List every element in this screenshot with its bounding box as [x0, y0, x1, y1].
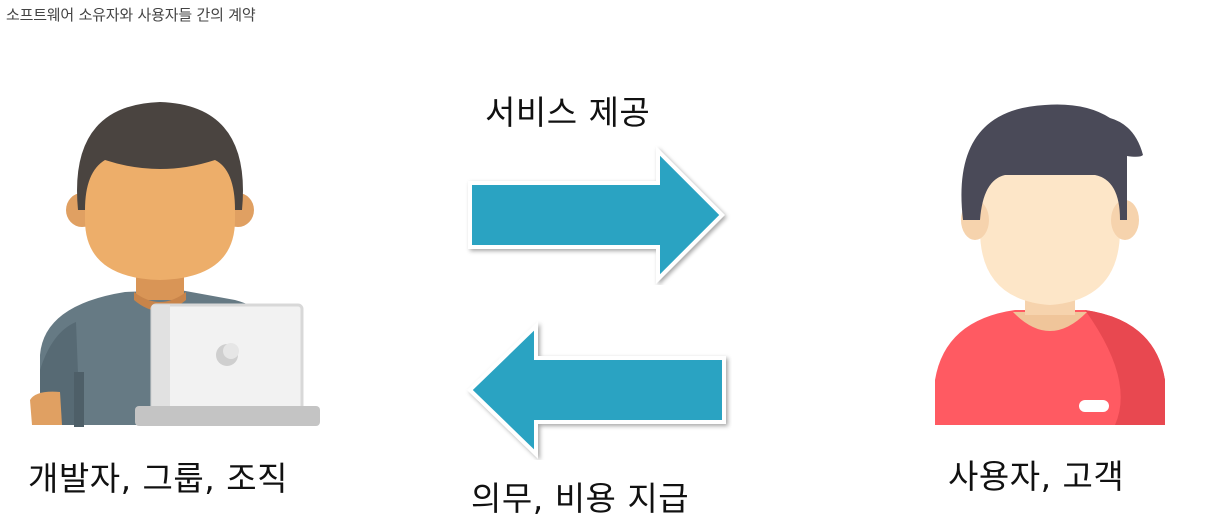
developer-with-laptop-icon — [30, 102, 320, 427]
customer-person-icon — [935, 104, 1165, 425]
diagram-caption: 소프트웨어 소유자와 사용자들 간의 계약 — [6, 6, 256, 24]
payment-arrow-left-icon — [467, 321, 726, 459]
developer-label: 개발자, 그룹, 조직 — [28, 459, 288, 498]
service-provision-label: 서비스 제공 — [485, 93, 651, 132]
customer-label: 사용자, 고객 — [948, 457, 1125, 496]
service-arrow-right-icon — [468, 146, 725, 284]
payment-obligation-label: 의무, 비용 지급 — [471, 479, 690, 518]
